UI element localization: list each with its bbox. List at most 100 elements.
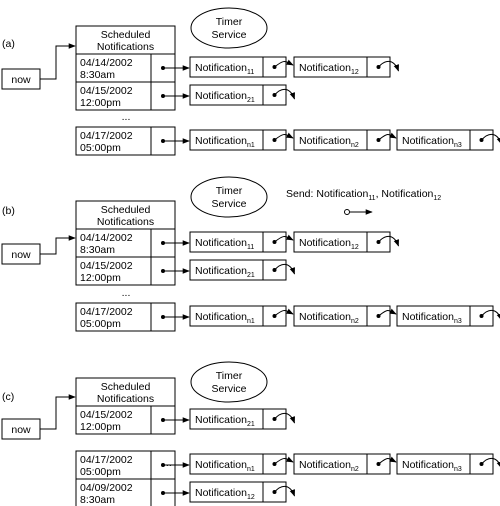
list-header-label: Scheduled — [101, 204, 151, 216]
list-header-label: Notifications — [97, 41, 154, 53]
schedule-row-box — [75, 450, 152, 480]
schedule-date: 04/14/2002 — [80, 57, 133, 69]
now-pointer-arrow — [40, 394, 76, 430]
schedule-date: 04/17/2002 — [80, 454, 133, 466]
end-arrow — [274, 263, 295, 275]
schedule-date: 04/09/2002 — [80, 482, 133, 494]
notification-label: Notification12 — [299, 237, 359, 251]
section-b: (b)TimerServiceScheduledNotificationsnow… — [1, 176, 500, 332]
next-arrow — [274, 456, 294, 465]
schedule-row-box — [75, 405, 152, 435]
notification-label: Notificationn2 — [299, 135, 359, 149]
list-header-box — [75, 200, 176, 230]
notification-node: Notification11 — [189, 231, 294, 253]
schedule-date: 04/17/2002 — [80, 130, 133, 142]
schedule-time: 12:00pm — [80, 97, 121, 109]
schedule-date: 04/14/2002 — [80, 232, 133, 244]
notification-label: Notification11 — [195, 237, 254, 251]
notification-label: Notification21 — [195, 265, 255, 279]
schedule-time: 05:00pm — [80, 142, 121, 154]
message-origin-circle — [344, 209, 350, 215]
notification-label: Notification12 — [299, 62, 359, 76]
notification-node: Notification12 — [293, 231, 399, 253]
notification-node: Notificationn3 — [396, 305, 500, 327]
list-header-box — [75, 25, 176, 55]
timer-service-label: Timer — [216, 370, 243, 382]
send-text: Send: Notification11, Notification12 — [286, 188, 441, 202]
notification-node: Notification21 — [189, 84, 295, 106]
notification-node: Notificationn3 — [396, 453, 500, 475]
next-arrow — [378, 308, 397, 317]
notification-label: Notificationn3 — [402, 311, 462, 325]
notification-label: Notification21 — [195, 414, 255, 428]
now-label: now — [11, 74, 31, 86]
schedule-row-box — [75, 126, 152, 156]
schedule-date: 04/15/2002 — [80, 260, 133, 272]
list-header-label: Scheduled — [101, 29, 151, 41]
notification-label: Notificationn2 — [299, 311, 359, 325]
notification-node: Notification11 — [189, 56, 294, 78]
list-header-label: Notifications — [97, 393, 154, 405]
section-a: (a)TimerServiceScheduledNotificationsnow… — [1, 7, 500, 156]
schedule-time: 12:00pm — [80, 272, 121, 284]
notification-label: Notificationn3 — [402, 135, 462, 149]
section-c: (c)TimerServiceScheduledNotificationsnow… — [1, 361, 500, 506]
end-arrow — [481, 133, 500, 145]
list-ellipsis: ... — [122, 287, 131, 299]
next-arrow — [274, 132, 294, 141]
end-arrow — [481, 457, 500, 469]
notification-label: Notificationn1 — [195, 135, 255, 149]
timer-service-ellipse — [190, 176, 268, 218]
notification-node: Notificationn2 — [293, 305, 397, 327]
now-label: now — [11, 249, 31, 261]
notification-label: Notificationn1 — [195, 459, 255, 473]
schedule-time: 12:00pm — [80, 421, 121, 433]
schedule-date: 04/15/2002 — [80, 409, 133, 421]
now-label: now — [11, 424, 31, 436]
send-message: Send: Notification11, Notification12 — [286, 188, 441, 215]
notification-node: Notification21 — [189, 408, 295, 430]
notification-node: Notification12 — [293, 56, 399, 78]
schedule-time: 05:00pm — [80, 318, 121, 330]
notification-node: Notificationn2 — [293, 453, 397, 475]
notification-node: Notificationn3 — [396, 129, 500, 151]
section-label: (b) — [2, 205, 15, 217]
list-header-label: Scheduled — [101, 381, 151, 393]
notification-node: Notificationn1 — [189, 305, 294, 327]
schedule-row-box — [75, 81, 152, 111]
end-arrow — [481, 309, 500, 321]
notification-label: Notification12 — [195, 487, 255, 501]
schedule-time: 8:30am — [80, 494, 115, 506]
notification-label: Notificationn3 — [402, 459, 462, 473]
notification-label: Notificationn2 — [299, 459, 359, 473]
end-arrow — [274, 412, 295, 424]
list-ellipsis: ... — [163, 457, 172, 469]
next-arrow — [378, 132, 397, 141]
timer-service-ellipse — [190, 7, 268, 49]
timer-service-label: Service — [211, 198, 246, 210]
notification-label: Notification11 — [195, 62, 254, 76]
end-arrow — [274, 88, 295, 100]
timer-service-ellipse — [190, 361, 268, 403]
schedule-date: 04/17/2002 — [80, 306, 133, 318]
next-arrow — [274, 59, 294, 68]
list-ellipsis: ... — [122, 111, 131, 123]
notification-node: Notificationn1 — [189, 129, 294, 151]
section-label: (c) — [2, 391, 14, 403]
notification-node: Notification21 — [189, 259, 295, 281]
schedule-time: 8:30am — [80, 69, 115, 81]
notification-node: Notificationn2 — [293, 129, 397, 151]
schedule-time: 05:00pm — [80, 466, 121, 478]
next-arrow — [274, 234, 294, 243]
next-arrow — [274, 308, 294, 317]
notification-label: Notification21 — [195, 90, 255, 104]
timer-service-label: Service — [211, 29, 246, 41]
end-arrow — [274, 485, 295, 497]
end-arrow — [378, 235, 399, 247]
